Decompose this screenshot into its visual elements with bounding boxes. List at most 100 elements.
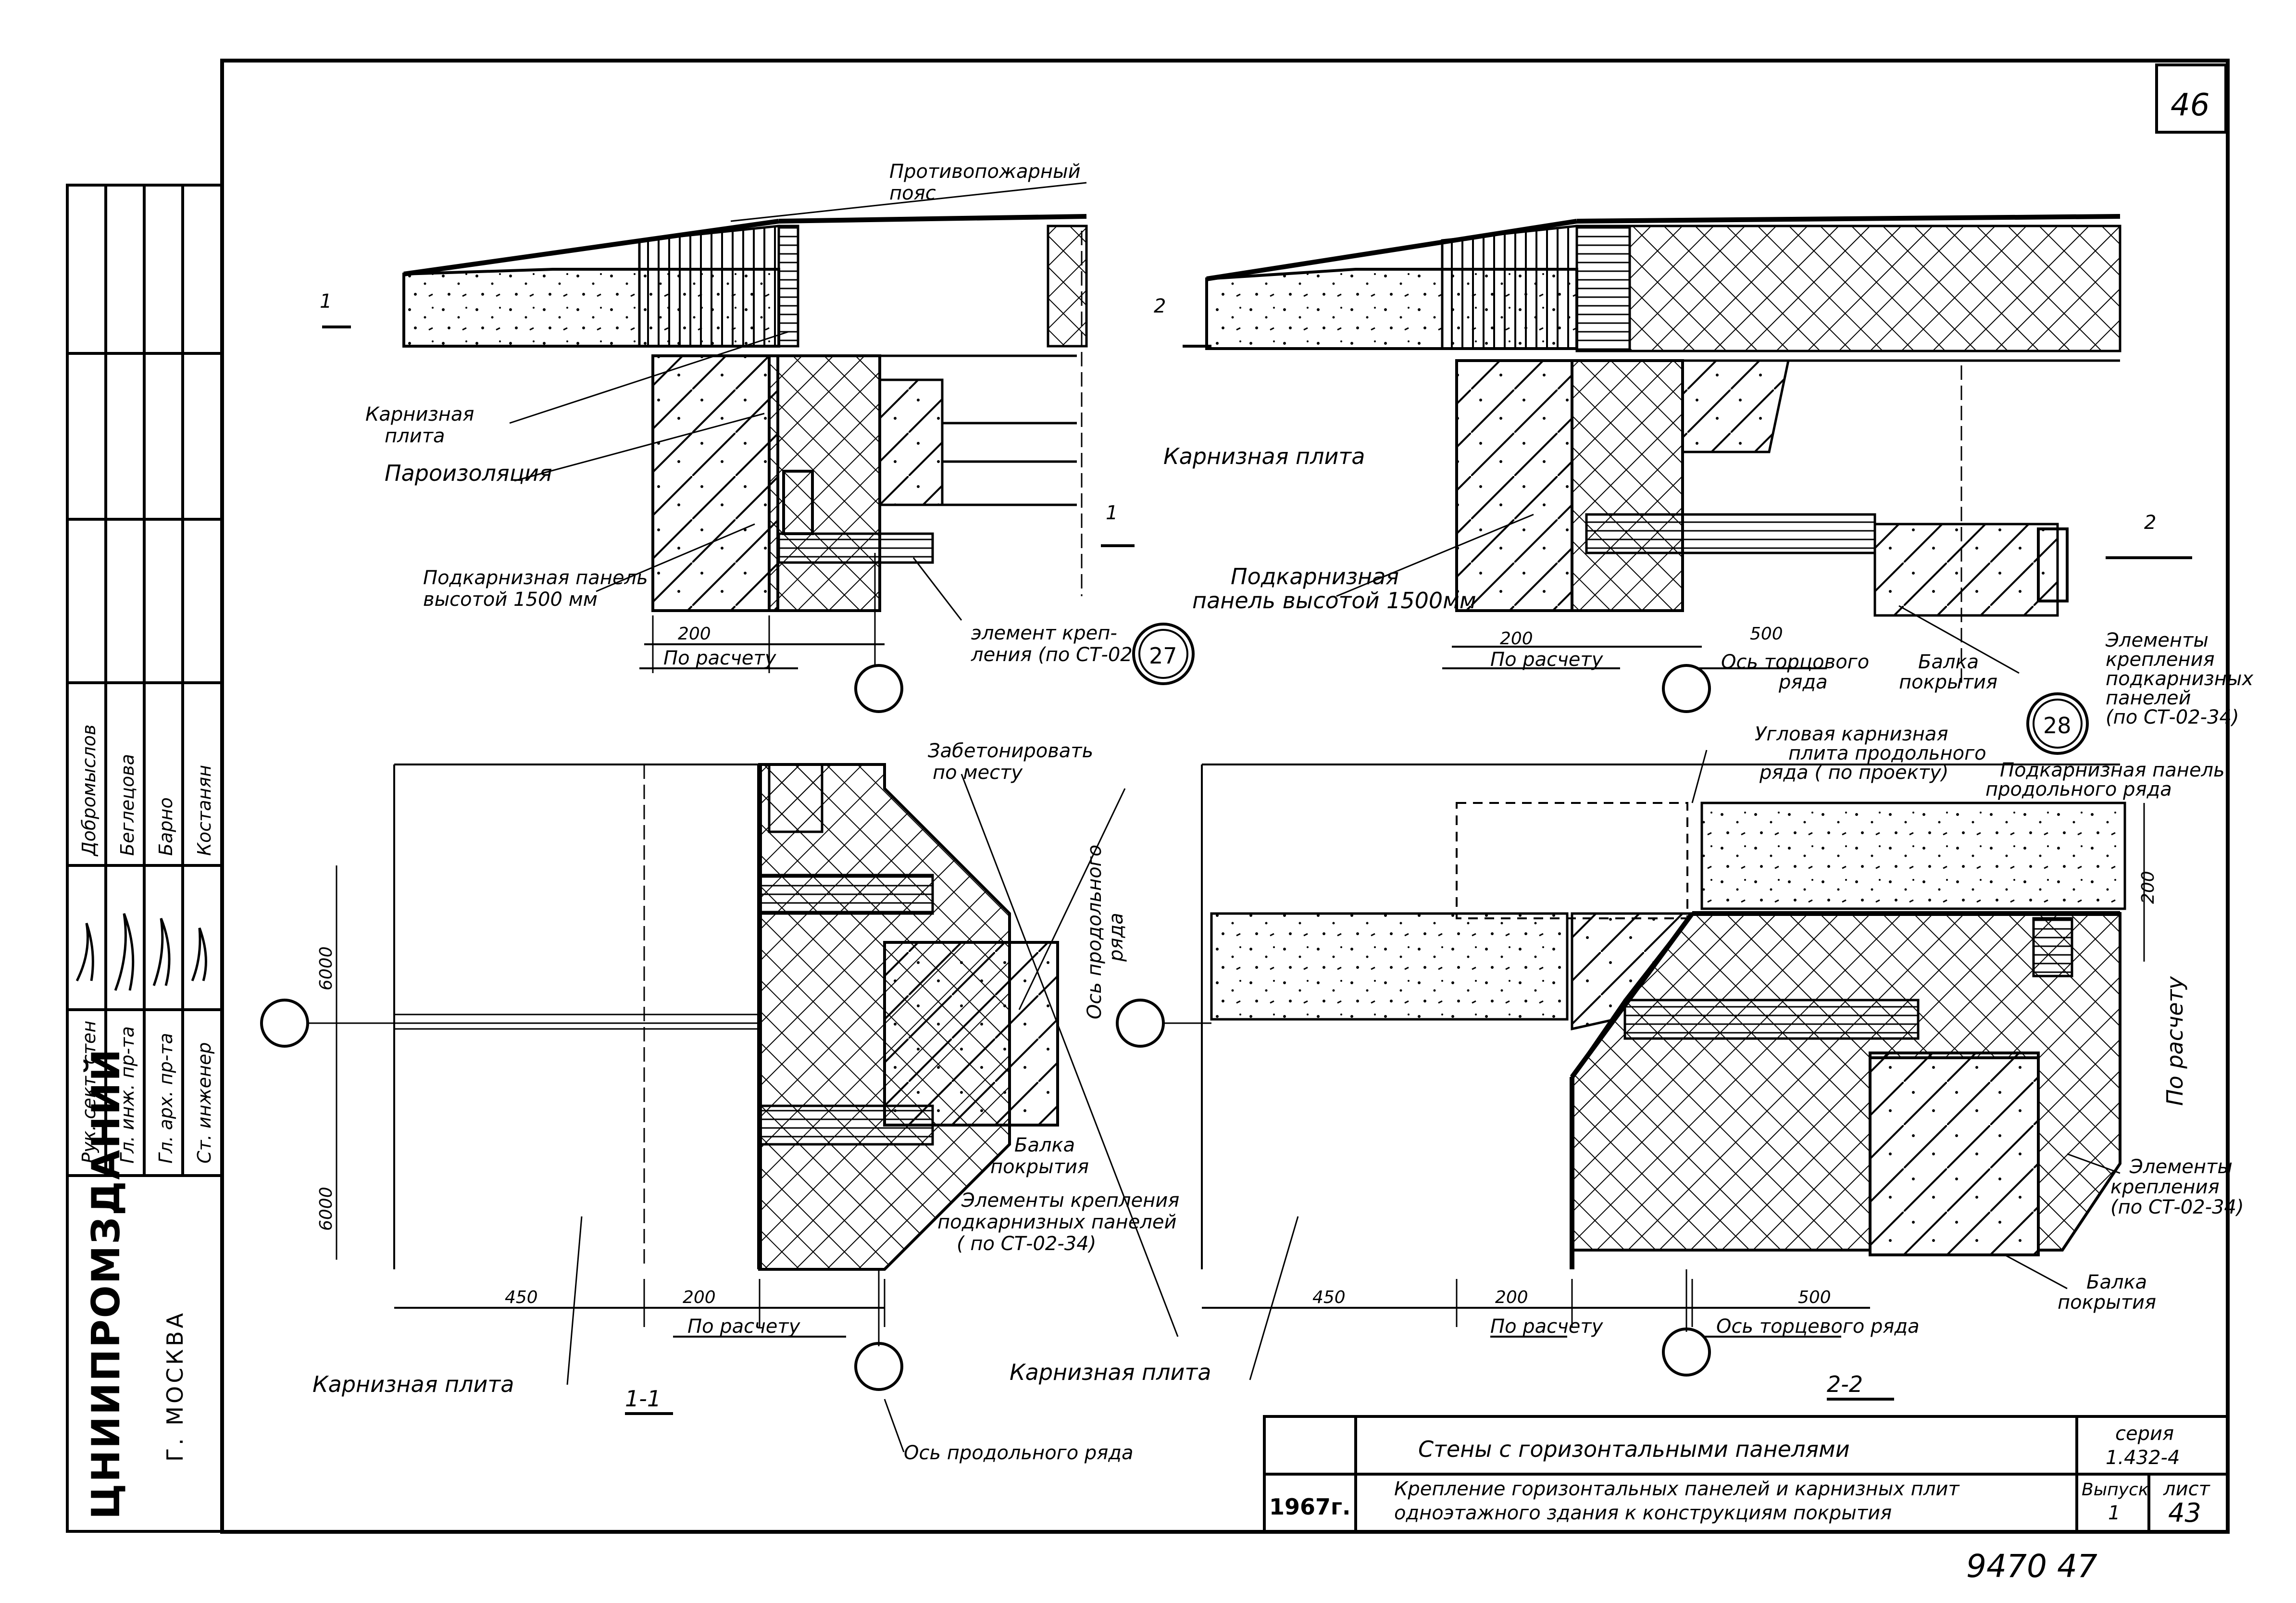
stamp-role-3: Ст. инженер xyxy=(194,1042,215,1164)
title-block-issue-value: 1 xyxy=(2108,1502,2120,1524)
dim-450-bottom-left: 450 xyxy=(505,1288,538,1307)
org-name: ЦНИИПРОМЗДАНИЙ xyxy=(83,1048,128,1519)
cornice-slab-bottom-right: Карнизная плита xyxy=(1010,1359,1211,1385)
stamp-role-2: Гл. арх. пр-та xyxy=(155,1033,176,1164)
title-block-desc: Крепление горизонтальных панелей и карни… xyxy=(1394,1478,1960,1500)
section-mark-2-right: 2 xyxy=(2144,512,2156,534)
section-top-right xyxy=(1183,214,2192,755)
section-1-1-label: 1-1 xyxy=(625,1386,661,1412)
stamp-block xyxy=(66,184,224,1533)
cornice-slab-right-label: Карнизная плита xyxy=(1163,443,1365,469)
dim-200-top-right: 200 xyxy=(1500,629,1533,649)
fastener-right-label-2: крепления xyxy=(2110,1176,2220,1198)
fastener-right-label-3: (по СТ-02-34) xyxy=(2110,1196,2244,1218)
by-calc-bottom-right: По расчету xyxy=(1490,1315,1604,1338)
section-mark-1-top: 1 xyxy=(320,290,332,313)
stamp-name-2: Барно xyxy=(155,797,176,856)
org-city: Г. МОСКВА xyxy=(162,1310,188,1462)
title-block-year: 1967г. xyxy=(1269,1494,1351,1520)
fastener-left-label-2: подкарнизных панелей xyxy=(937,1211,1176,1233)
vapor-barrier-label: Пароизоляция xyxy=(385,460,552,486)
fastener-left-label: Элементы крепления xyxy=(961,1190,1179,1212)
corner-slab-label-3: ряда ( по проекту) xyxy=(1759,762,1948,784)
cornice-slab-label: Карнизная xyxy=(365,403,474,426)
by-calc-top-left: По расчету xyxy=(663,647,777,669)
subcornice-long-label: Подкарнизная панель xyxy=(2000,759,2225,781)
roof-beam-right-label: Балка xyxy=(2086,1271,2147,1293)
stamp-name-1: Беглецова xyxy=(117,754,138,856)
section-bottom-right xyxy=(1116,750,2145,1401)
title-block-sheet-label: лист xyxy=(2163,1478,2211,1500)
roof-beam-top-label-2: покрытия xyxy=(1899,671,1997,693)
fastener-left-label-3: ( по СТ-02-34) xyxy=(957,1233,1096,1255)
dim-200-bottom-left: 200 xyxy=(683,1288,716,1307)
end-row-axis-bottom: Ось торцевого ряда xyxy=(1716,1315,1920,1338)
dim-450-bottom-right: 450 xyxy=(1312,1288,1346,1307)
callout-28-text: 28 xyxy=(2043,713,2071,739)
title-block-series-value: 1.432-4 xyxy=(2106,1447,2180,1469)
long-row-axis-label: Ось продольного ряда xyxy=(904,1442,1134,1464)
end-row-axis-label: Ось торцового xyxy=(1721,651,1869,673)
section-2-2-label: 2-2 xyxy=(1827,1371,1863,1397)
fastener-elems-label-2: крепления xyxy=(2106,649,2215,671)
page-number: 46 xyxy=(2171,88,2209,123)
dim-500-top-right: 500 xyxy=(1750,624,1783,644)
title-block-sheet-value: 43 xyxy=(2168,1498,2201,1528)
dim-500-bottom-right: 500 xyxy=(1798,1288,1831,1307)
stamp-name-3: Костанян xyxy=(194,765,215,856)
section-mark-2-top: 2 xyxy=(1154,295,1166,317)
stamp-signatures xyxy=(75,913,207,991)
long-axis-label-2: ряда xyxy=(1105,913,1127,962)
by-calc-bottom-left: По расчету xyxy=(687,1315,801,1338)
dim-6000-upper: 6000 xyxy=(316,946,336,990)
long-axis-label: Ось продольного xyxy=(1084,845,1106,1019)
stamp-roles: Рук. сект. стен Гл. инж. пр-та Гл. арх. … xyxy=(78,1021,215,1164)
fastener-right-label: Элементы xyxy=(2129,1156,2233,1178)
title-block-issue-label: Выпуск xyxy=(2082,1480,2149,1500)
fastener-elems-label-5: (по СТ-02-34) xyxy=(2106,706,2239,728)
cornice-slab-label-2: плита xyxy=(385,425,445,447)
dim-6000-lower: 6000 xyxy=(316,1187,336,1231)
subcornice-panel-label-2: высотой 1500 мм xyxy=(423,589,598,611)
fastener-elems-label-3: подкарнизных xyxy=(2106,668,2253,690)
title-block xyxy=(1263,1415,2229,1533)
concrete-label: Забетонировать xyxy=(928,740,1093,762)
section-top-left xyxy=(322,182,1135,713)
subcornice-right-label-2: панель высотой 1500мм xyxy=(1192,588,1476,614)
roof-beam-left-label-2: покрытия xyxy=(990,1156,1089,1178)
title-block-desc-2: одноэтажного здания к конструкциям покры… xyxy=(1394,1502,1892,1524)
dim-200-top-left: 200 xyxy=(678,624,711,644)
callout-27-text: 27 xyxy=(1149,643,1177,669)
fastener-elems-label-4: панелей xyxy=(2106,687,2191,709)
fire-belt-label-2: пояс xyxy=(889,182,936,204)
stamp-role-0: Рук. сект. стен xyxy=(78,1021,100,1164)
dim-200-bottom-right: 200 xyxy=(1495,1288,1528,1307)
section-mark-1-right: 1 xyxy=(1106,502,1118,524)
subcornice-long-label-2: продольного ряда xyxy=(1985,778,2172,801)
by-calc-bottom-right-vertical: По расчету xyxy=(2162,976,2188,1106)
roof-beam-top-label: Балка xyxy=(1918,651,1979,673)
corner-slab-label: Угловая карнизная xyxy=(1755,723,1948,745)
roof-beam-left-label: Балка xyxy=(1014,1134,1075,1156)
fastener-label: элемент креп- xyxy=(971,622,1117,644)
section-bottom-left xyxy=(260,763,1179,1453)
end-row-axis-label-2: ряда xyxy=(1778,671,1828,693)
subcornice-right-label: Подкарнизная xyxy=(1231,564,1399,589)
dim-200-bottom-right-vertical: 200 xyxy=(2138,871,2158,904)
fire-belt-label: Противопожарный xyxy=(889,161,1081,183)
callout-28 xyxy=(2026,692,2089,755)
corner-slab-label-2: плита продольного xyxy=(1788,742,1986,764)
stamp-role-1: Гл. инж. пр-та xyxy=(117,1026,138,1164)
concrete-label-2: по месту xyxy=(933,762,1023,784)
cornice-slab-bottom-left: Карнизная плита xyxy=(312,1371,514,1397)
archive-number: 9470 47 xyxy=(1966,1548,2097,1585)
callout-27 xyxy=(1132,623,1195,685)
stamp-name-0: Добромыслов xyxy=(78,725,100,857)
by-calc-top-right: По расчету xyxy=(1490,649,1604,671)
fastener-elems-label: Элементы xyxy=(2105,629,2209,651)
roof-beam-right-label-2: покрытия xyxy=(2058,1291,2156,1314)
title-block-title: Стены с горизонтальными панелями xyxy=(1418,1436,1850,1462)
subcornice-panel-label: Подкарнизная панель xyxy=(423,567,648,589)
stamp-names: Добромыслов Беглецова Барно Костанян xyxy=(78,725,215,857)
